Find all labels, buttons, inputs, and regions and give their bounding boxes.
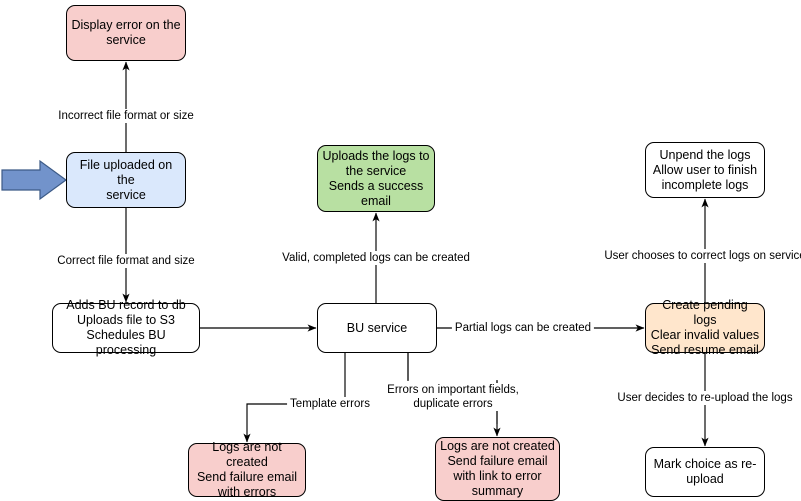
edge-label-partial-logs: Partial logs can be created	[451, 321, 595, 335]
node-create-pending-logs[interactable]: Create pending logs Clear invalid values…	[645, 298, 765, 357]
node-file-uploaded[interactable]: File uploaded on the service	[66, 152, 186, 208]
edge-label-incorrect-format: Incorrect file format or size	[55, 109, 197, 123]
edge-label-important-errors: Errors on important fields, duplicate er…	[384, 383, 522, 411]
node-unpend-logs[interactable]: Unpend the logs Allow user to finish inc…	[645, 142, 765, 198]
edge-label-correct-format: Correct file format and size	[54, 254, 198, 268]
entry-arrow-shape	[1, 159, 68, 201]
node-adds-bu-record[interactable]: Adds BU record to db Uploads file to S3 …	[52, 298, 200, 357]
node-mark-choice-reupload[interactable]: Mark choice as re- upload	[645, 447, 765, 497]
node-display-error[interactable]: Display error on the service	[66, 5, 186, 61]
edge-label-user-reuploads: User decides to re-upload the logs	[614, 391, 796, 405]
edge-label-valid-logs: Valid, completed logs can be created	[279, 251, 473, 265]
node-logs-not-created-summary[interactable]: Logs are not created Send failure email …	[435, 437, 560, 501]
node-uploads-logs[interactable]: Uploads the logs to the service Sends a …	[317, 145, 435, 212]
edge-label-template-errors: Template errors	[287, 397, 373, 411]
node-bu-service[interactable]: BU service	[317, 303, 437, 353]
node-logs-not-created-errors[interactable]: Logs are not created Send failure email …	[188, 440, 306, 499]
edge-label-user-corrects: User chooses to correct logs on service	[601, 249, 801, 263]
